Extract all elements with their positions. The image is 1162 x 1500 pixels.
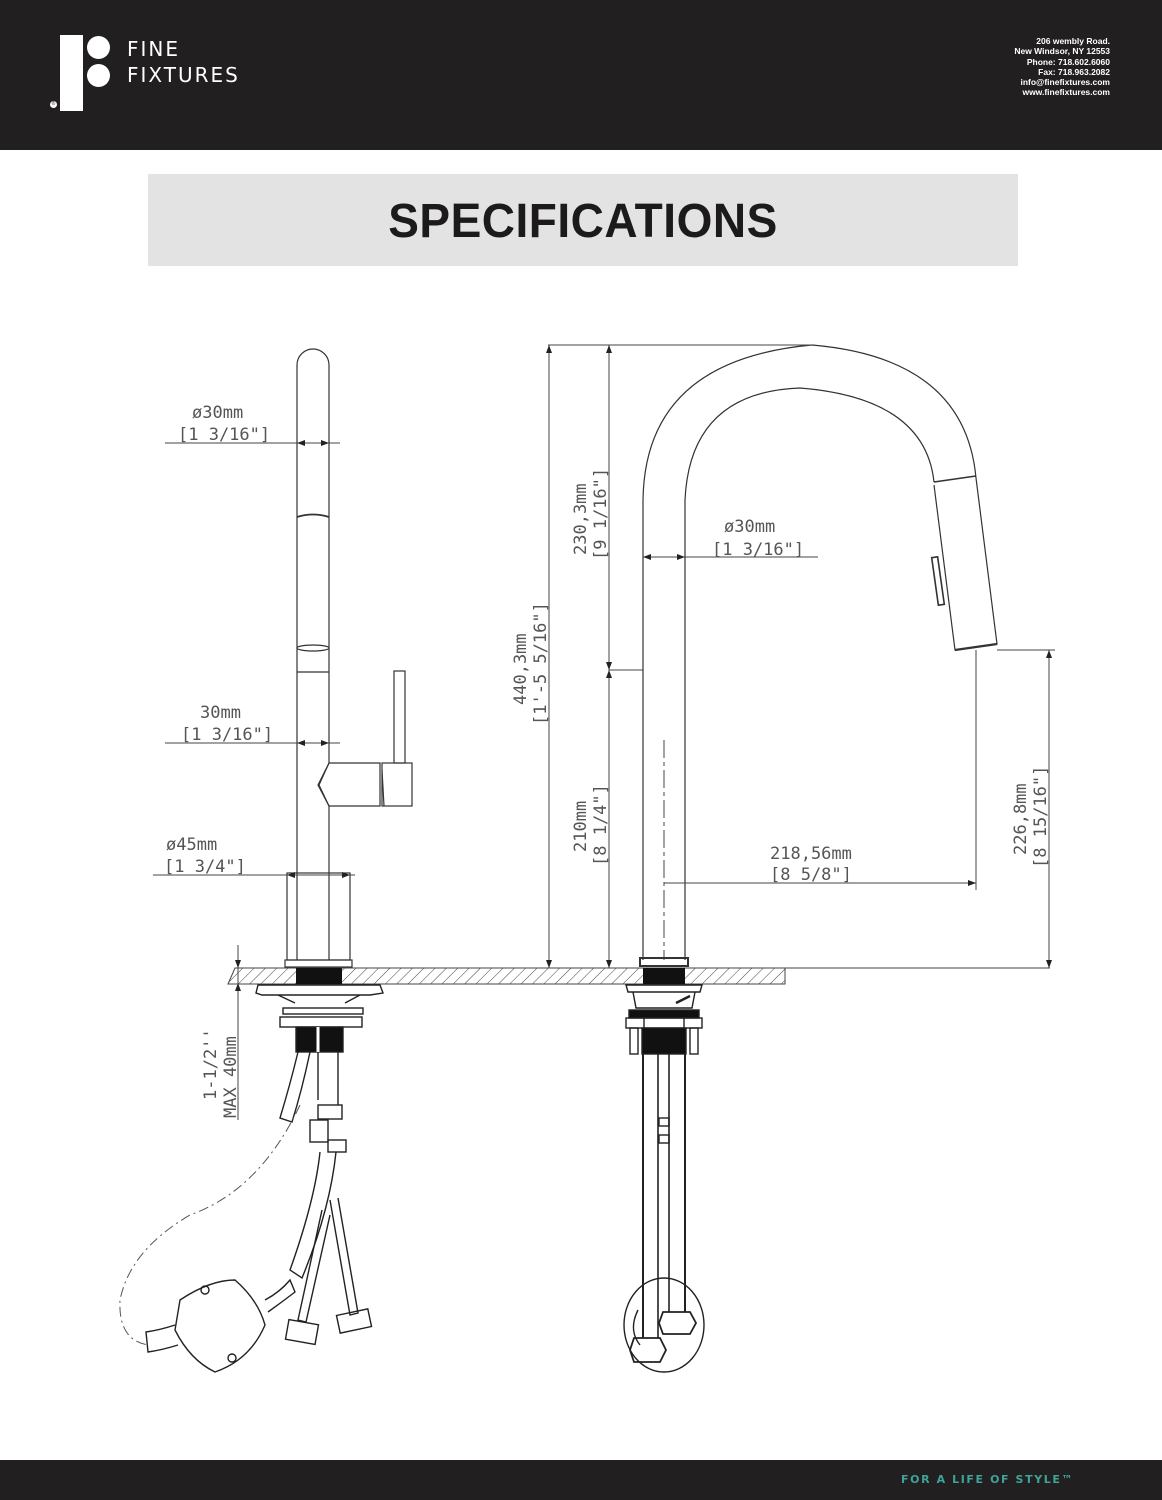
side-body-width-in: [1 3/16"]	[181, 725, 273, 745]
side-view-mounting-hardware	[145, 984, 384, 1373]
body-height-mm: 210mm	[571, 801, 591, 852]
contact-info: 206 wembly Road. New Windsor, NY 12553 P…	[1014, 36, 1110, 98]
contact-address-2: New Windsor, NY 12553	[1014, 46, 1110, 57]
gooseneck-height-in: [9 1/16"]	[591, 468, 611, 560]
hose-path-dashed	[119, 1104, 301, 1346]
body-height-in: [8 1/4"]	[591, 784, 611, 866]
side-base-diameter-in: [1 3/4"]	[164, 857, 246, 877]
front-spout-diameter-mm: ø30mm	[724, 517, 775, 537]
logo-dot-top	[87, 36, 110, 59]
logo-bar-shape	[60, 35, 83, 111]
contact-email[interactable]: info@finefixtures.com	[1020, 77, 1110, 88]
footer-bar: FOR A LIFE OF STYLE™	[0, 1460, 1162, 1500]
spout-reach-in: [8 5/8"]	[770, 865, 852, 885]
logo-dot-bottom	[87, 64, 110, 87]
page-title: SPECIFICATIONS	[388, 192, 778, 248]
brand-line-2: FIXTURES	[127, 63, 240, 87]
contact-address-1: 206 wembly Road.	[1036, 36, 1110, 46]
deck-thickness-mm: MAX 40mm	[221, 1036, 241, 1118]
brand-logo: ® FINE FIXTURES	[50, 35, 290, 115]
front-spout-diameter-in: [1 3/16"]	[712, 540, 804, 560]
countertop-deck	[227, 967, 1050, 985]
brand-line-1: FINE	[127, 37, 180, 61]
side-spout-diameter-in: [1 3/16"]	[178, 425, 270, 445]
gooseneck-height-mm: 230,3mm	[571, 483, 591, 555]
spout-reach-mm: 218,56mm	[770, 844, 852, 864]
header-bar: ® FINE FIXTURES 206 wembly Road. New Win…	[0, 0, 1162, 150]
total-height-mm: 440,3mm	[511, 633, 531, 705]
total-height-in: [1'-5 5/16"]	[531, 602, 551, 725]
side-body-width-mm: 30mm	[200, 703, 241, 723]
registered-mark: ®	[50, 101, 57, 108]
footer-tagline: FOR A LIFE OF STYLE™	[901, 1473, 1075, 1486]
spout-clearance-in: [8 15/16"]	[1031, 766, 1051, 868]
brand-name: FINE FIXTURES	[127, 36, 240, 88]
side-view-dimensions	[153, 440, 355, 1120]
deck-thickness-in: 1-1/2''	[201, 1028, 221, 1100]
front-view-dimensions	[546, 344, 1055, 968]
side-view-faucet	[284, 348, 413, 968]
side-spout-diameter-mm: ø30mm	[192, 403, 243, 423]
side-base-diameter-mm: ø45mm	[166, 835, 217, 855]
title-band: SPECIFICATIONS	[148, 174, 1018, 266]
front-view-mounting-hardware	[623, 984, 705, 1373]
contact-fax: Fax: 718.963.2082	[1038, 66, 1110, 77]
technical-drawing: ø30mm [1 3/16"] 30mm [1 3/16"] ø45mm [1 …	[119, 344, 1055, 1373]
spout-clearance-mm: 226,8mm	[1011, 783, 1031, 855]
contact-website[interactable]: www.finefixtures.com	[1022, 87, 1110, 98]
contact-phone: Phone: 718.602.6060	[1026, 56, 1110, 67]
